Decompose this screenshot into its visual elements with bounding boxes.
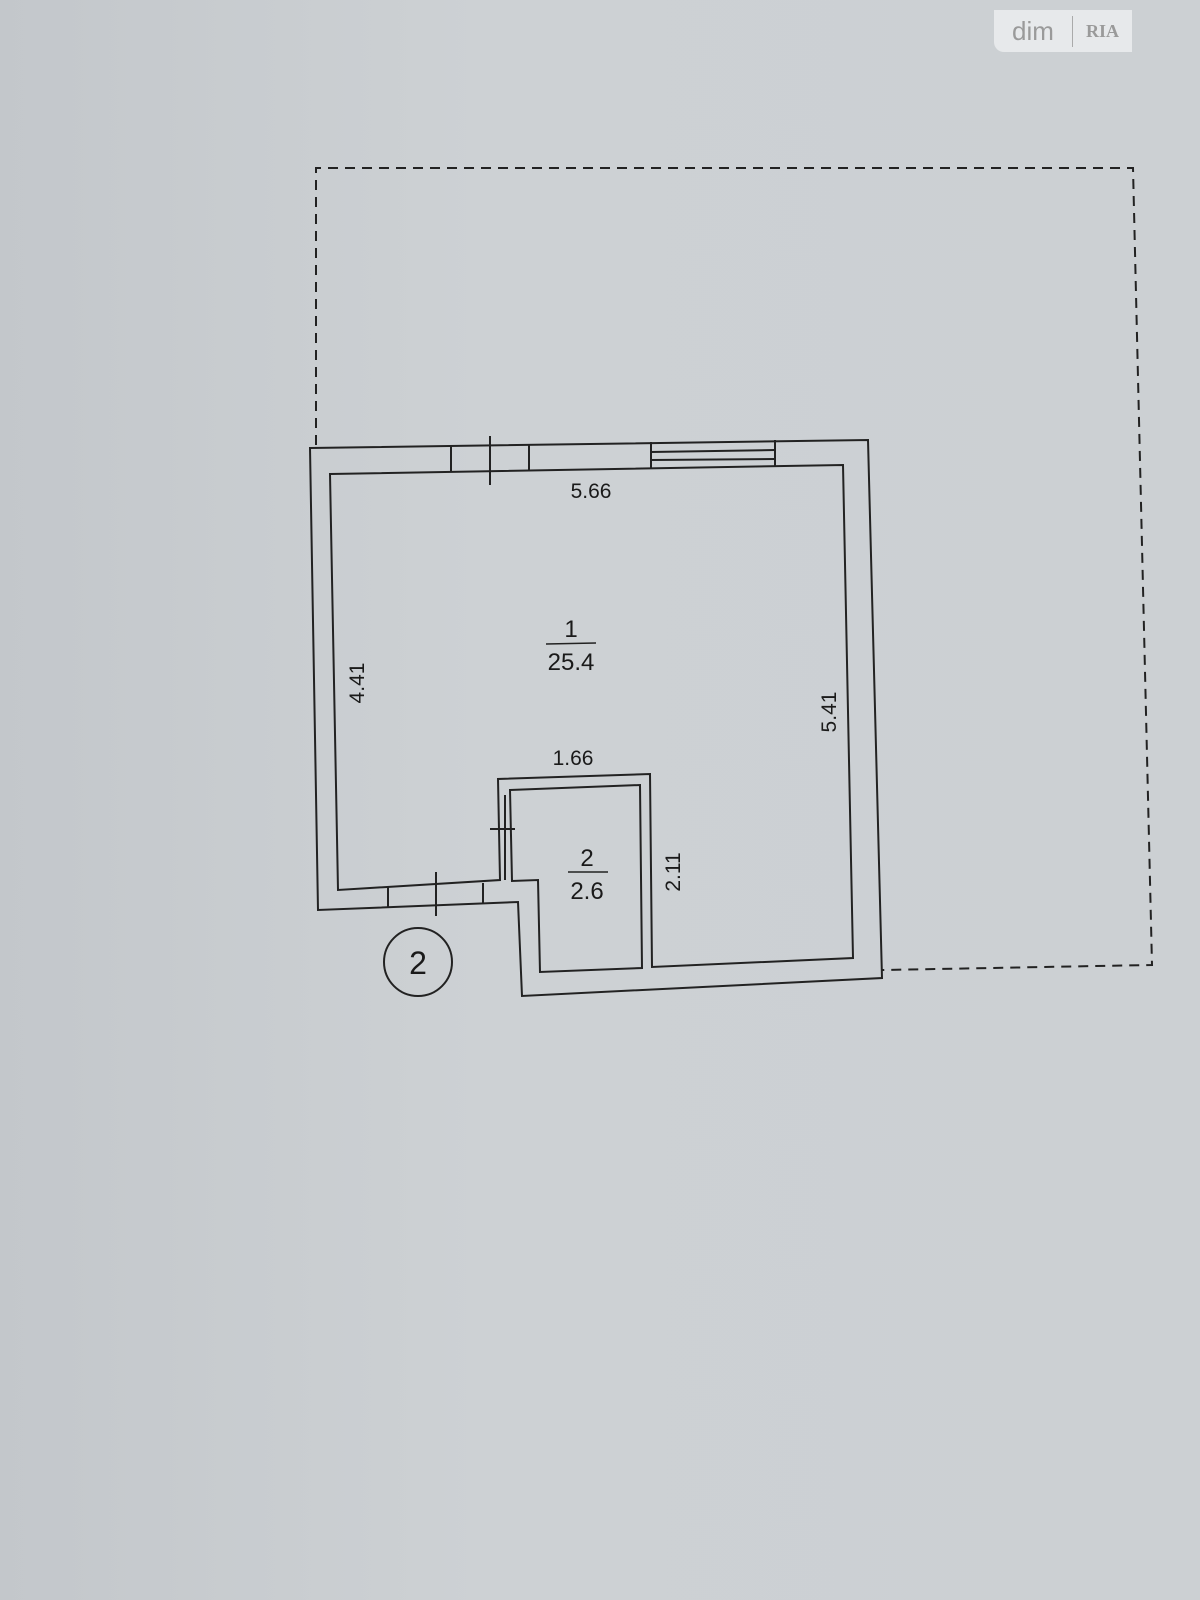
- room-1-inner-wall: [328, 463, 855, 969]
- dim-right: 5.41: [818, 692, 841, 733]
- dim-closet-width: 1.66: [553, 747, 594, 770]
- entrance-door: [387, 872, 484, 916]
- unit-marker-number: 2: [409, 945, 427, 981]
- room-1-area: 25.4: [548, 649, 595, 676]
- door-top: [450, 436, 530, 485]
- closet-door: [490, 795, 515, 880]
- watermark-sub: RIA: [1085, 20, 1119, 41]
- room-2-inner-wall: [508, 783, 644, 974]
- outer-wall: [308, 438, 884, 998]
- room-2-number: 2: [580, 845, 593, 872]
- watermark-brand: dim: [994, 15, 1073, 47]
- watermark-logo: dim RIA: [994, 10, 1132, 52]
- dim-closet-height: 2.11: [662, 852, 685, 891]
- room-2-area: 2.6: [570, 878, 603, 905]
- room-1-fraction-line: [545, 642, 597, 645]
- dim-left: 4.41: [346, 663, 369, 704]
- window-top: [650, 440, 776, 468]
- dim-top: 5.66: [571, 480, 612, 503]
- unit-marker-circle: [383, 927, 453, 997]
- room-1-number: 1: [564, 616, 577, 643]
- lot-boundary-dashed: [315, 167, 1154, 971]
